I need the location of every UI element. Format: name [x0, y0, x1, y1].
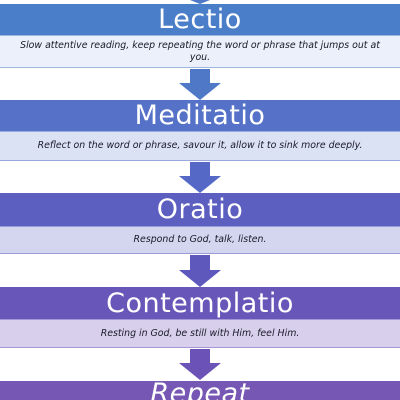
top-arrow-icon — [190, 0, 210, 4]
step-lectio-title-text: Lectio — [158, 4, 242, 35]
step-oratio-description: Respond to God, talk, listen. — [0, 226, 400, 254]
step-repeat-title: Repeat — [0, 381, 400, 400]
step-meditatio-title: Meditatio — [0, 100, 400, 131]
step-meditatio-description: Reflect on the word or phrase, savour it… — [0, 131, 400, 161]
step-lectio-description: Slow attentive reading, keep repeating t… — [0, 35, 400, 68]
down-arrow-icon — [179, 255, 221, 287]
step-contemplatio-title: Contemplatio — [0, 287, 400, 319]
down-arrow-icon — [179, 162, 221, 193]
step-lectio-title: Lectio — [0, 4, 400, 35]
down-arrow-icon — [179, 69, 221, 100]
step-contemplatio-description: Resting in God, be still with Him, feel … — [0, 319, 400, 348]
down-arrow-icon — [179, 349, 221, 380]
step-oratio-title: Oratio — [0, 193, 400, 226]
